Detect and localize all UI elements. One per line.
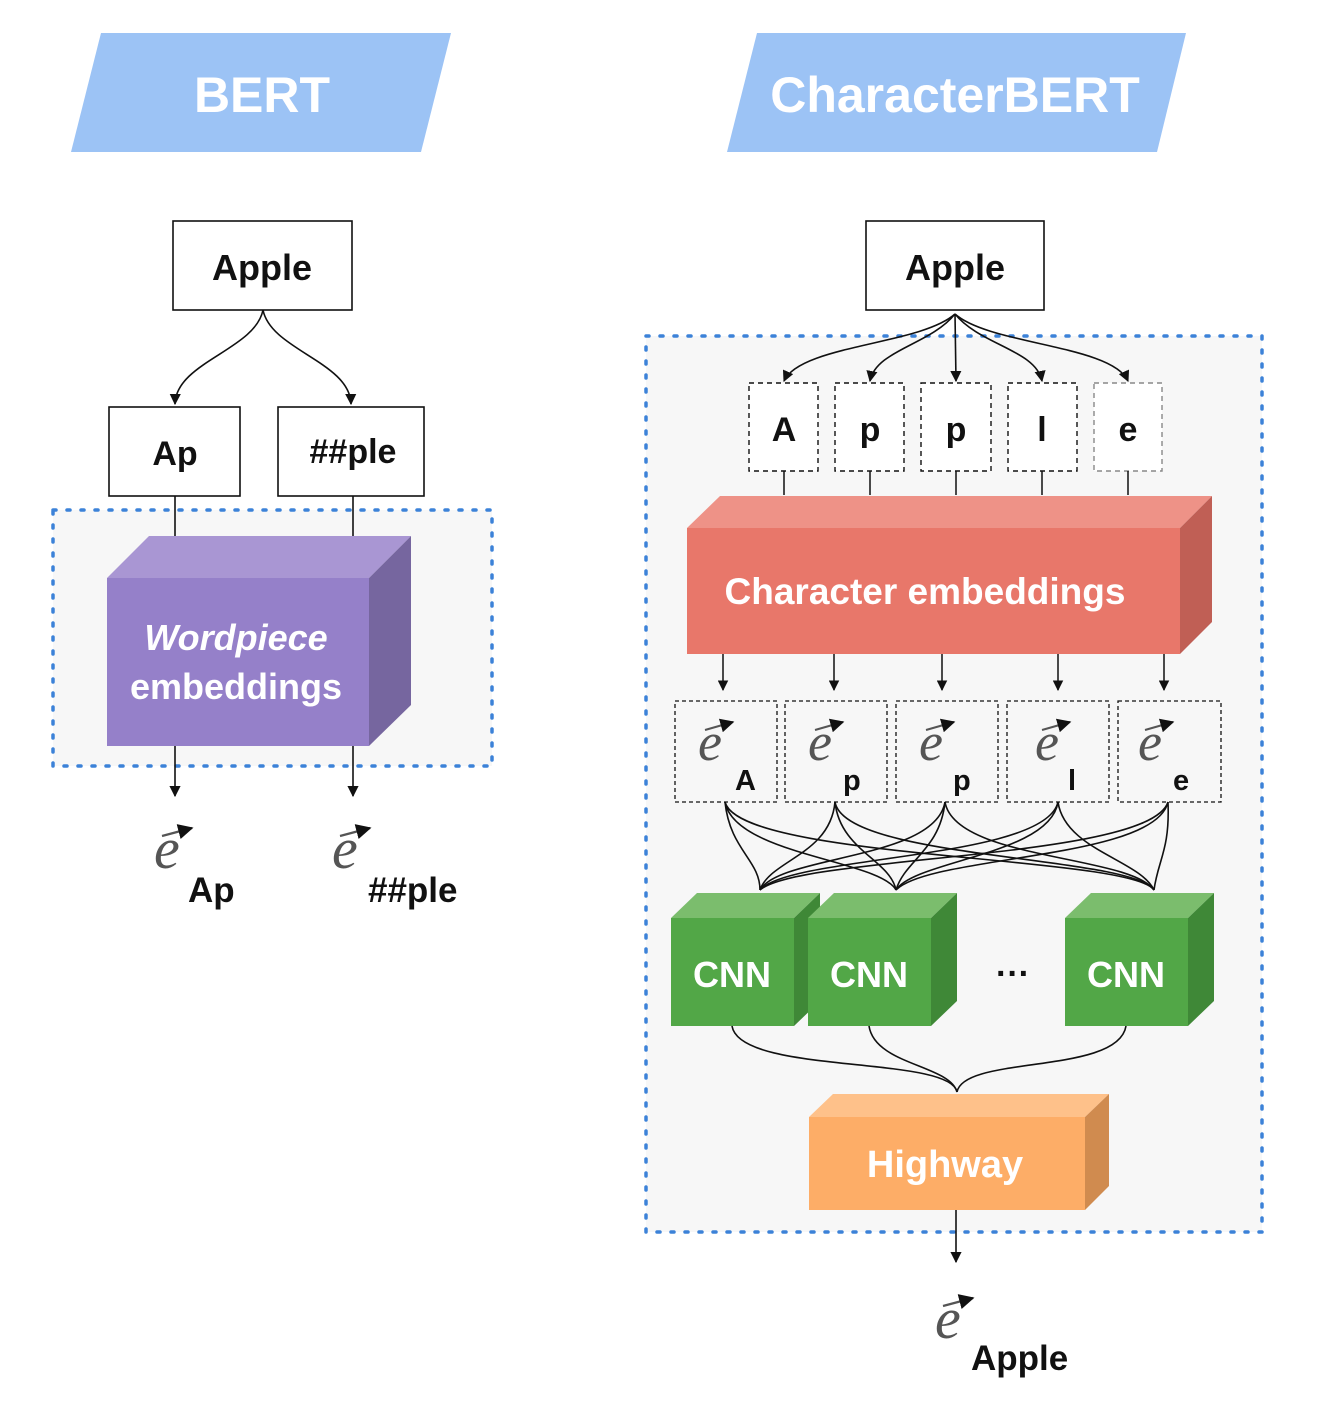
character-label: p — [946, 411, 967, 449]
vector-arrow-icon — [339, 824, 372, 840]
cnn-label: CNN — [830, 954, 908, 995]
vector-arrow-icon — [814, 718, 845, 733]
vector-arrow-icon — [1144, 718, 1175, 733]
cnn-label: CNN — [1087, 954, 1165, 995]
vector-subscript: Ap — [188, 871, 235, 910]
vector-arrow-icon — [704, 718, 735, 733]
character-token-e: e — [1093, 382, 1163, 472]
character-embeddings-block: Character embeddings — [687, 496, 1212, 654]
character-label: p — [860, 411, 881, 449]
vector-symbol: e — [808, 712, 832, 772]
vector-symbol: e — [332, 816, 358, 881]
characterbert-panel: CharacterBERT Apple A p p l — [644, 33, 1264, 1378]
wordpiece-label-ple: ##ple — [310, 433, 397, 471]
vector-subscript: p — [953, 765, 971, 797]
character-token-p1: p — [834, 382, 905, 472]
char-vector-p2: e p — [895, 700, 999, 803]
cnn-label: CNN — [693, 954, 771, 995]
cnn-to-highway-wires — [731, 1025, 1127, 1093]
character-split-arrows — [783, 313, 1129, 383]
vector-arrow-icon — [925, 718, 956, 733]
vector-subscript: A — [735, 765, 756, 797]
char-to-cnn-wires — [724, 801, 1170, 891]
characterbert-title: CharacterBERT — [770, 67, 1140, 123]
character-label: e — [1119, 411, 1138, 449]
character-label: l — [1037, 411, 1046, 449]
bert-output-vector-ple: e ##ple — [332, 816, 458, 910]
wordpiece-embeddings-label-line2: embeddings — [130, 666, 342, 707]
character-token-p2: p — [920, 382, 992, 472]
wordpiece-box-ple — [277, 406, 425, 497]
vector-arrow-icon — [161, 824, 194, 840]
bert-title: BERT — [194, 67, 330, 123]
char-vector-l: e l — [1006, 700, 1110, 803]
vector-symbol: e — [154, 816, 180, 881]
char-vector-arrows — [717, 654, 1170, 692]
bert-split-arrow-right — [262, 309, 357, 406]
highway-block: Highway — [809, 1094, 1109, 1210]
characterbert-title-banner — [727, 33, 1186, 152]
vector-subscript: ##ple — [368, 871, 458, 910]
character-token-l: l — [1007, 382, 1078, 472]
bert-split-arrow-left — [169, 309, 264, 406]
bert-output-vector-ap: e Ap — [154, 816, 235, 910]
vector-arrow-icon — [1041, 718, 1072, 733]
characterbert-input-label: Apple — [905, 247, 1005, 288]
vector-symbol: e — [698, 712, 722, 772]
character-label: A — [772, 411, 797, 449]
wordpiece-label-ap: Ap — [152, 435, 197, 473]
bert-title-banner — [71, 33, 451, 152]
character-connectors — [783, 471, 1129, 495]
vector-subscript: Apple — [971, 1339, 1068, 1378]
highway-label: Highway — [867, 1144, 1023, 1186]
cnn-block-2: CNN — [808, 893, 957, 1026]
bert-input-label: Apple — [212, 247, 312, 288]
vector-symbol: e — [935, 1286, 961, 1351]
char-vector-p1: e p — [784, 700, 888, 803]
characterbert-input-box — [865, 220, 1045, 311]
wordpiece-embeddings-label-line1: Wordpiece — [144, 617, 327, 658]
bert-panel: BERT Apple Ap ##ple Wordpiece embeddings — [51, 33, 494, 910]
characterbert-output-vector: e Apple — [935, 1286, 1068, 1378]
vector-symbol: e — [1138, 712, 1162, 772]
vector-subscript: l — [1068, 765, 1076, 797]
vector-symbol: e — [1035, 712, 1059, 772]
cnn-block-3: CNN — [1065, 893, 1214, 1026]
character-token-a: A — [748, 382, 819, 472]
char-vector-a: e A — [674, 700, 778, 803]
vector-subscript: p — [843, 765, 861, 797]
wordpiece-embeddings-block: Wordpiece embeddings — [107, 536, 411, 746]
bert-input-box — [172, 220, 353, 311]
vector-arrow-icon — [942, 1294, 975, 1310]
character-embeddings-label: Character embeddings — [725, 571, 1126, 612]
vector-symbol: e — [919, 712, 943, 772]
cnn-ellipsis: ··· — [996, 955, 1030, 993]
cnn-block-1: CNN — [671, 893, 820, 1026]
vector-subscript: e — [1173, 765, 1189, 797]
char-vector-e: e e — [1117, 700, 1222, 803]
